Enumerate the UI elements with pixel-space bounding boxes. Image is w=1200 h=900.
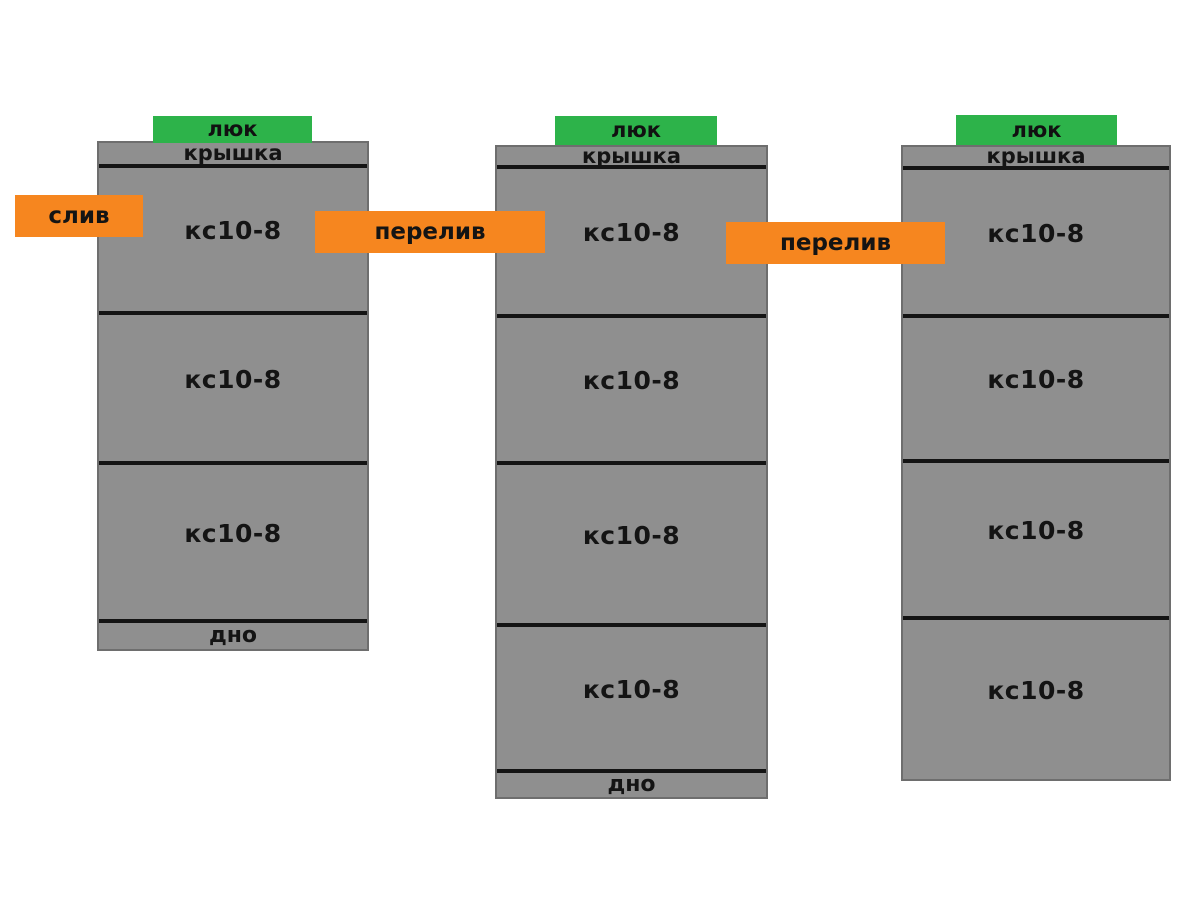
tank-2-ring-3: кс10-8: [497, 465, 766, 627]
tank-3-ring-1: кс10-8: [903, 170, 1169, 318]
ring-label: кс10-8: [987, 676, 1085, 705]
tank-3: крышка кс10-8 кс10-8 кс10-8 кс10-8: [901, 145, 1171, 781]
tank-3-ring-3: кс10-8: [903, 463, 1169, 620]
tank-2-ring-4: кс10-8: [497, 627, 766, 773]
ring-label: кс10-8: [987, 218, 1085, 248]
hatch-label-tank-3: люк: [956, 115, 1117, 145]
ring-label: кс10-8: [582, 366, 681, 395]
ring-label: кс10-8: [582, 520, 681, 550]
ring-label: кс10-8: [184, 216, 282, 245]
overflow-label-1: перелив: [315, 211, 545, 253]
tank-2-cover-label: крышка: [497, 145, 766, 169]
tank-2-ring-1: кс10-8: [497, 169, 766, 318]
ring-label: кс10-8: [184, 364, 282, 394]
tank-2: крышка кс10-8 кс10-8 кс10-8 кс10-8 дно: [495, 145, 768, 799]
drain-label: слив: [15, 195, 143, 237]
hatch-label-tank-2: люк: [555, 116, 717, 145]
tank-1-ring-1: кс10-8: [99, 168, 367, 315]
overflow-label-2: перелив: [726, 222, 945, 264]
ring-label: кс10-8: [582, 674, 681, 704]
tank-3-ring-4: кс10-8: [903, 620, 1169, 779]
ring-label: кс10-8: [987, 516, 1085, 545]
tank-1-ring-2: кс10-8: [99, 315, 367, 465]
tank-3-ring-2: кс10-8: [903, 318, 1169, 463]
hatch-label-tank-1: люк: [153, 116, 312, 143]
ring-label: кс10-8: [987, 365, 1085, 394]
ring-label: кс10-8: [582, 218, 681, 247]
tank-3-cover-label: крышка: [903, 146, 1169, 170]
tank-1-cover-label: крышка: [99, 143, 367, 168]
tank-2-ring-2: кс10-8: [497, 318, 766, 465]
tank-2-bottom-label: дно: [607, 772, 656, 797]
ring-label: кс10-8: [184, 518, 282, 548]
tank-1-ring-3: кс10-8: [99, 465, 367, 623]
tank-1-bottom-label: дно: [208, 623, 258, 648]
